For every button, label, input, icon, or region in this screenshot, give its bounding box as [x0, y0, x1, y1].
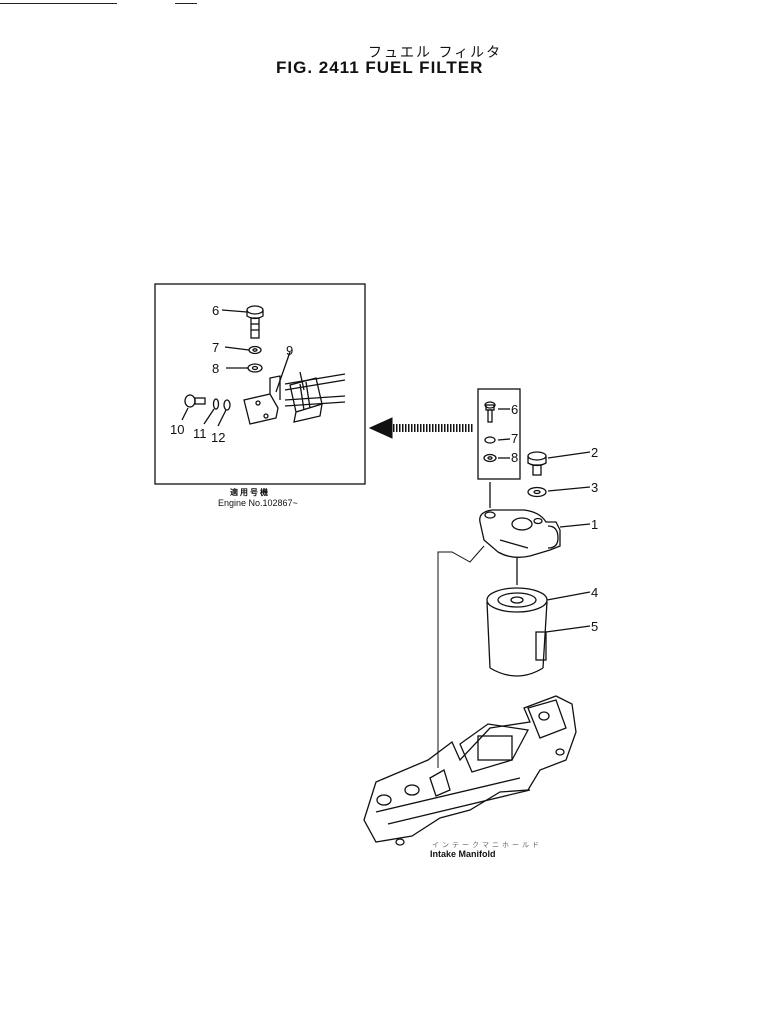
callout-mini-8: 8 — [511, 450, 518, 465]
inset-ring12-icon — [223, 399, 231, 411]
callout-3: 3 — [591, 480, 598, 495]
manifold-caption: Intake Manifold — [430, 849, 496, 859]
manifold-caption-japanese: インテークマニホールド — [432, 842, 542, 849]
routing-line — [437, 545, 485, 768]
inset-lockwasher-icon — [248, 345, 262, 355]
top-rule-left — [0, 3, 117, 4]
mounting-washer-icon — [527, 486, 547, 498]
callout-mini-7: 7 — [511, 431, 518, 446]
reference-arrow — [368, 417, 474, 439]
intake-manifold-icon — [363, 695, 577, 846]
callout-inset-9: 9 — [286, 343, 293, 358]
callout-inset-6: 6 — [212, 303, 219, 318]
title-japanese: フュエル フィルタ — [368, 45, 503, 61]
inset-bolt-icon — [246, 305, 264, 339]
inset-box — [154, 283, 366, 485]
filter-head-icon — [479, 509, 561, 558]
mini-lockwasher-icon — [484, 436, 496, 444]
inset-bracket-icon — [243, 371, 346, 425]
inset-caption: Engine No.102867~ — [218, 498, 298, 508]
top-rule-right — [175, 3, 197, 4]
callout-5: 5 — [591, 619, 598, 634]
mini-washer-icon — [483, 453, 497, 463]
mini-bolt-icon — [484, 401, 496, 423]
callout-2: 2 — [591, 445, 598, 460]
inset-washer-icon — [247, 363, 263, 373]
callout-inset-10: 10 — [170, 422, 184, 437]
mini-box — [477, 388, 521, 480]
callout-inset-11: 11 — [193, 426, 207, 441]
filter-cartridge-icon — [486, 587, 548, 677]
callout-inset-7: 7 — [212, 340, 219, 355]
mounting-bolt-icon — [527, 451, 547, 476]
inset-smallbolt-icon — [184, 394, 206, 408]
page-title: FIG. 2411 FUEL FILTER — [276, 58, 484, 77]
inset-caption-japanese: 適用号機 — [230, 488, 270, 497]
callout-1: 1 — [591, 517, 598, 532]
inset-ring11-icon — [212, 398, 220, 410]
callout-inset-8: 8 — [212, 361, 219, 376]
callout-mini-6: 6 — [511, 402, 518, 417]
callout-4: 4 — [591, 585, 598, 600]
callout-inset-12: 12 — [211, 430, 225, 445]
